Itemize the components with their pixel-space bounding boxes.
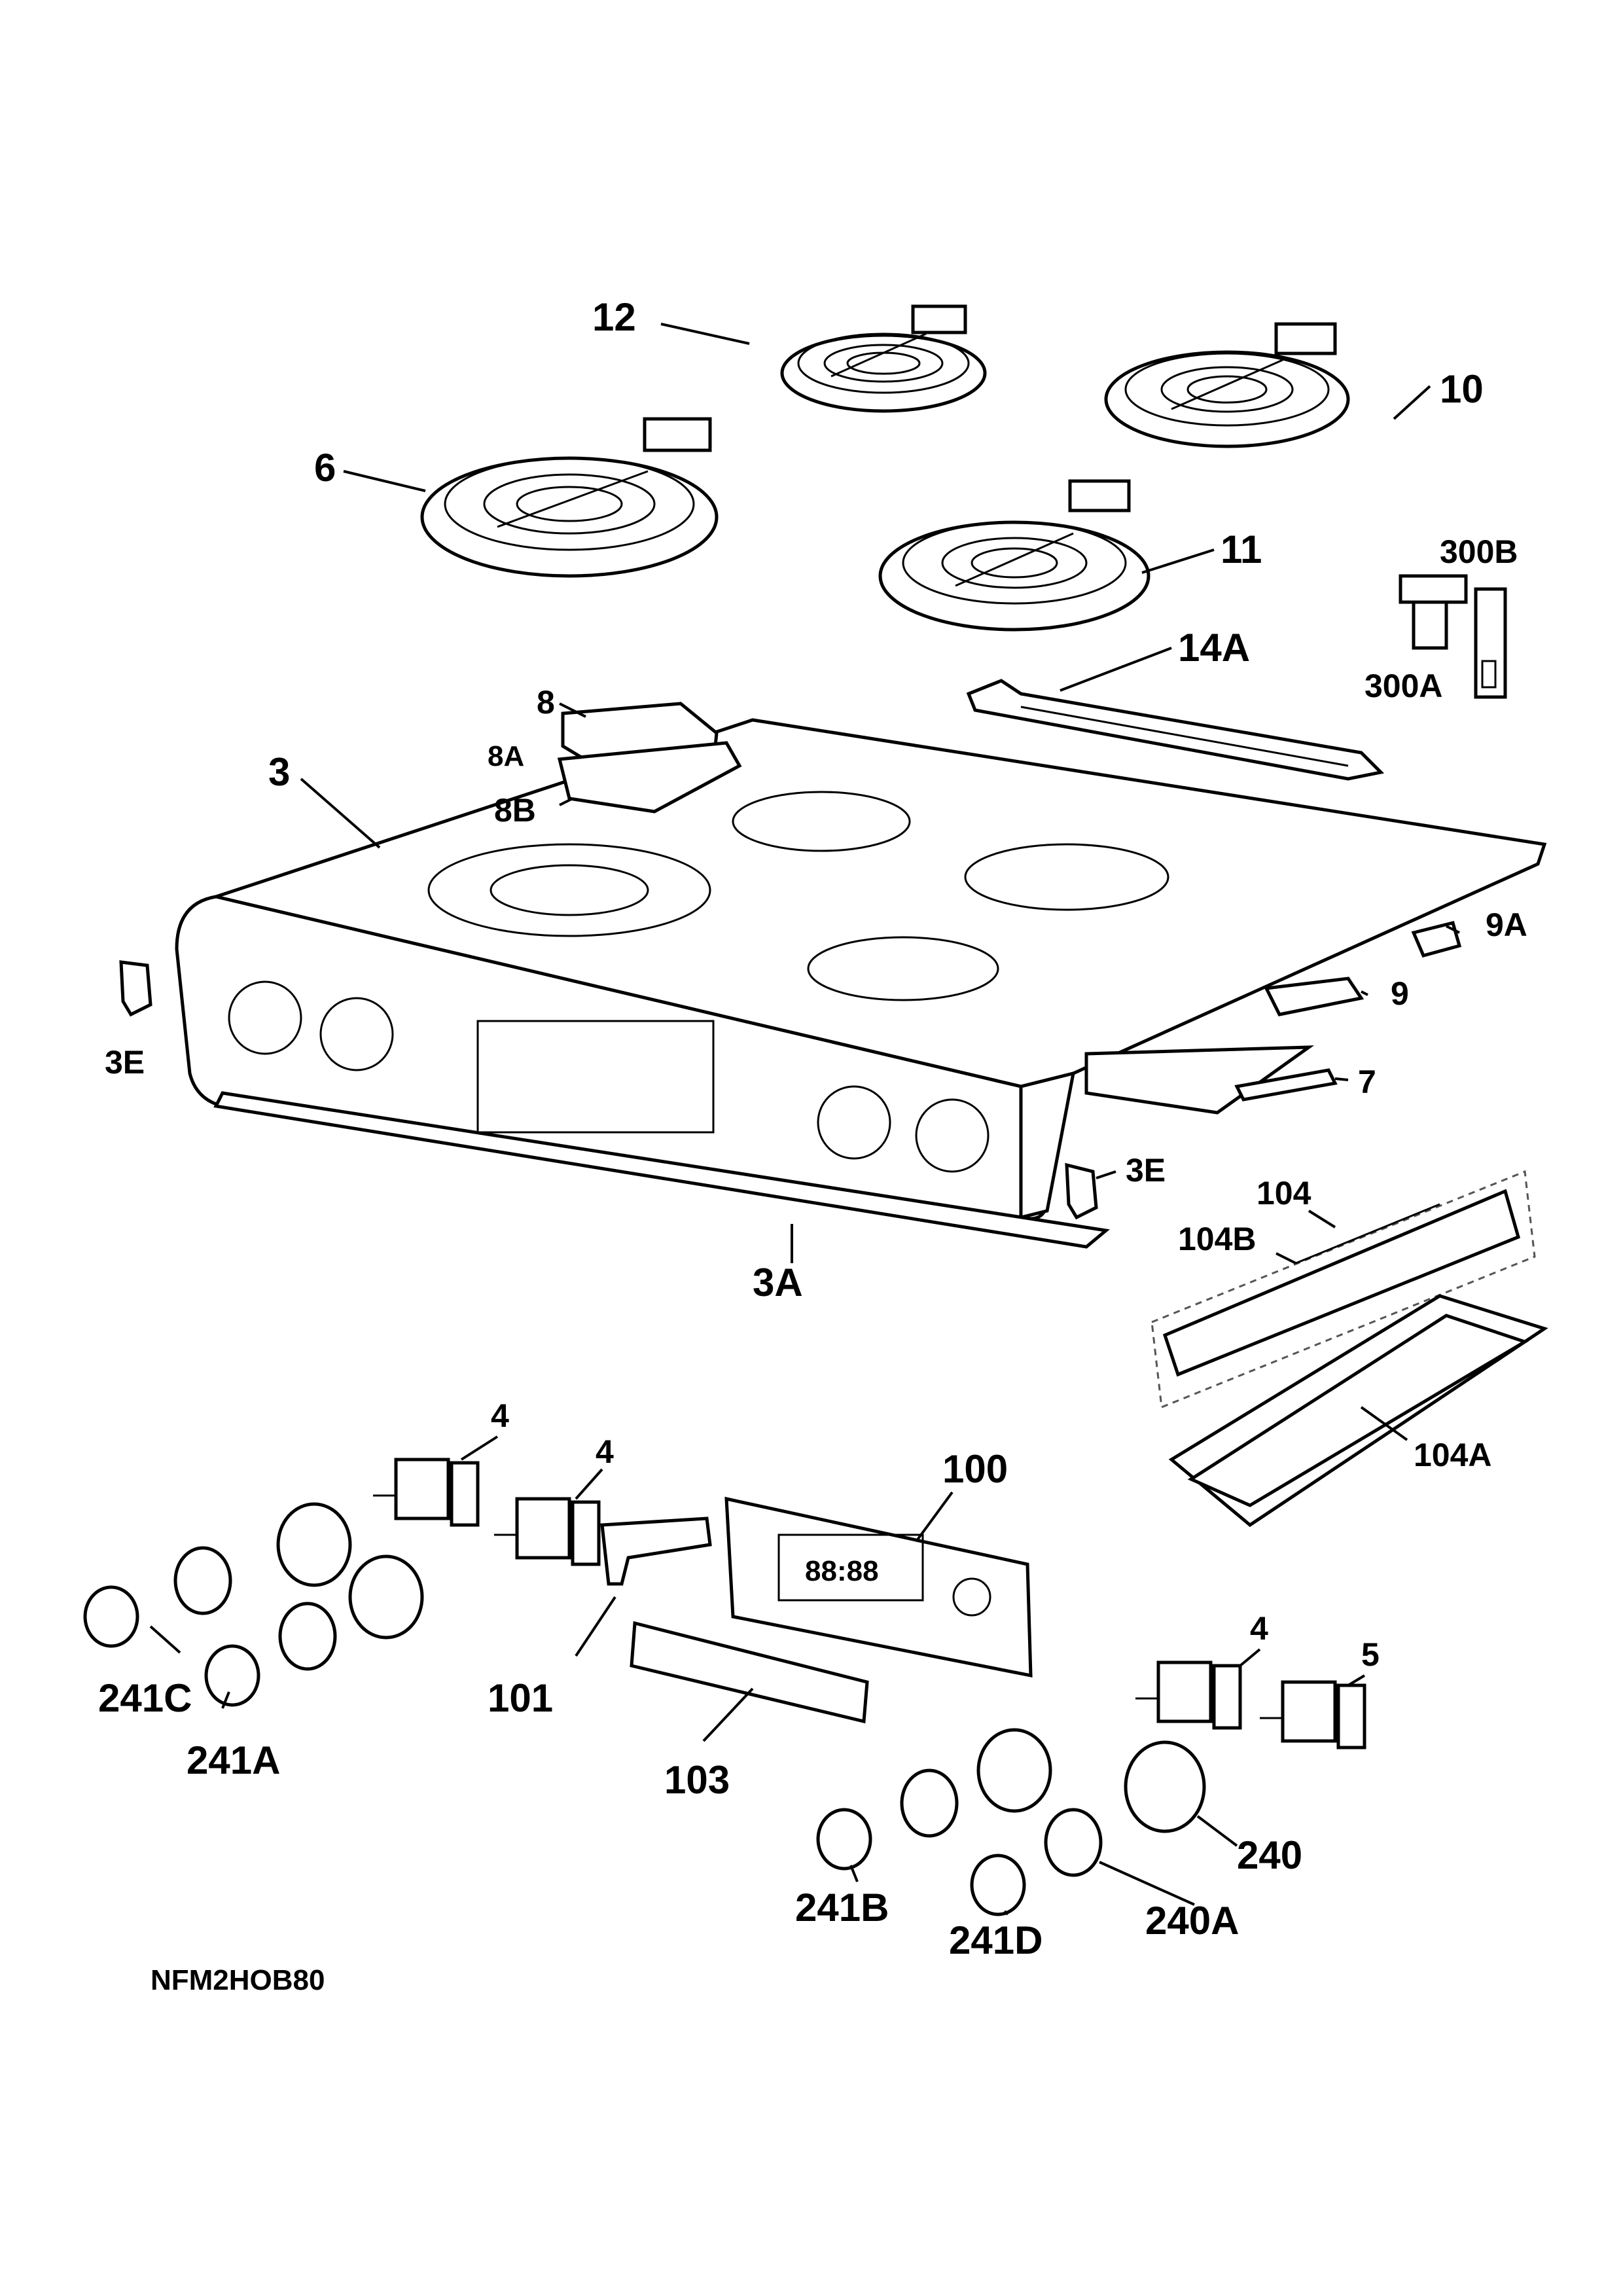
switch-4-middle <box>494 1497 601 1566</box>
switch-5 <box>1260 1680 1366 1749</box>
label-104: 104 <box>1257 1175 1311 1211</box>
leader-lines <box>149 323 1460 1916</box>
label-7: 7 <box>1358 1064 1376 1100</box>
label-8a: 8A <box>488 740 524 772</box>
label-12: 12 <box>592 295 636 339</box>
label-241b: 241B <box>795 1886 889 1929</box>
switch-300a <box>1399 574 1468 650</box>
label-3a: 3A <box>753 1261 803 1304</box>
label-3e-left: 3E <box>105 1044 145 1081</box>
heating-element-12 <box>780 304 987 413</box>
label-14a: 14A <box>1178 626 1250 670</box>
ribbon-cable-101 <box>600 1516 712 1586</box>
label-241d: 241D <box>949 1918 1043 1962</box>
label-241c: 241C <box>98 1676 192 1720</box>
switch-4-left <box>373 1458 480 1527</box>
bracket-3e-left <box>119 960 152 1017</box>
bracket-3e-right <box>1065 1162 1098 1220</box>
control-housing-104 <box>1150 1170 1536 1409</box>
strip-7 <box>1084 1045 1338 1115</box>
label-6: 6 <box>314 446 336 490</box>
switch-4-right <box>1135 1660 1242 1730</box>
knob-cluster-right <box>816 1728 1206 1916</box>
label-8b: 8B <box>494 792 536 829</box>
label-241a: 241A <box>187 1738 280 1782</box>
label-8: 8 <box>537 684 555 721</box>
terminal-block-8 <box>557 702 742 814</box>
diagram-code: NFM2HOB80 <box>151 1964 325 1996</box>
trim-104a <box>1168 1294 1548 1528</box>
label-101: 101 <box>488 1676 553 1720</box>
heating-element-11 <box>878 479 1150 632</box>
label-103: 103 <box>664 1758 730 1802</box>
label-3e-right: 3E <box>1126 1152 1166 1189</box>
knob-cluster-left <box>83 1502 424 1707</box>
display-digits: 88:88 <box>805 1555 879 1587</box>
label-300b: 300B <box>1440 533 1518 570</box>
label-5: 5 <box>1361 1636 1380 1673</box>
cooktop-frame-3 <box>175 718 1547 1221</box>
label-100: 100 <box>942 1447 1008 1491</box>
clip-9 <box>1264 977 1364 1016</box>
control-panel-100 <box>724 1496 1033 1678</box>
label-9a: 9A <box>1486 906 1527 943</box>
label-4-left: 4 <box>491 1397 509 1434</box>
trim-strip-3a <box>213 1091 1110 1249</box>
label-4-right: 4 <box>1250 1610 1268 1647</box>
switch-300b <box>1474 587 1507 699</box>
label-11: 11 <box>1221 528 1262 571</box>
label-3: 3 <box>268 750 290 794</box>
clip-9a <box>1411 920 1462 958</box>
bracket-14a <box>966 679 1385 781</box>
led-strip-103 <box>630 1621 869 1724</box>
label-10: 10 <box>1440 367 1484 411</box>
label-240: 240 <box>1237 1833 1302 1877</box>
label-104b: 104B <box>1178 1221 1257 1257</box>
label-104a: 104A <box>1414 1437 1492 1473</box>
label-240a: 240A <box>1145 1899 1239 1943</box>
heating-element-10 <box>1104 322 1350 448</box>
heating-element-6 <box>420 417 719 578</box>
label-9: 9 <box>1391 975 1409 1012</box>
label-4-middle: 4 <box>596 1433 614 1470</box>
label-300a: 300A <box>1364 668 1443 704</box>
